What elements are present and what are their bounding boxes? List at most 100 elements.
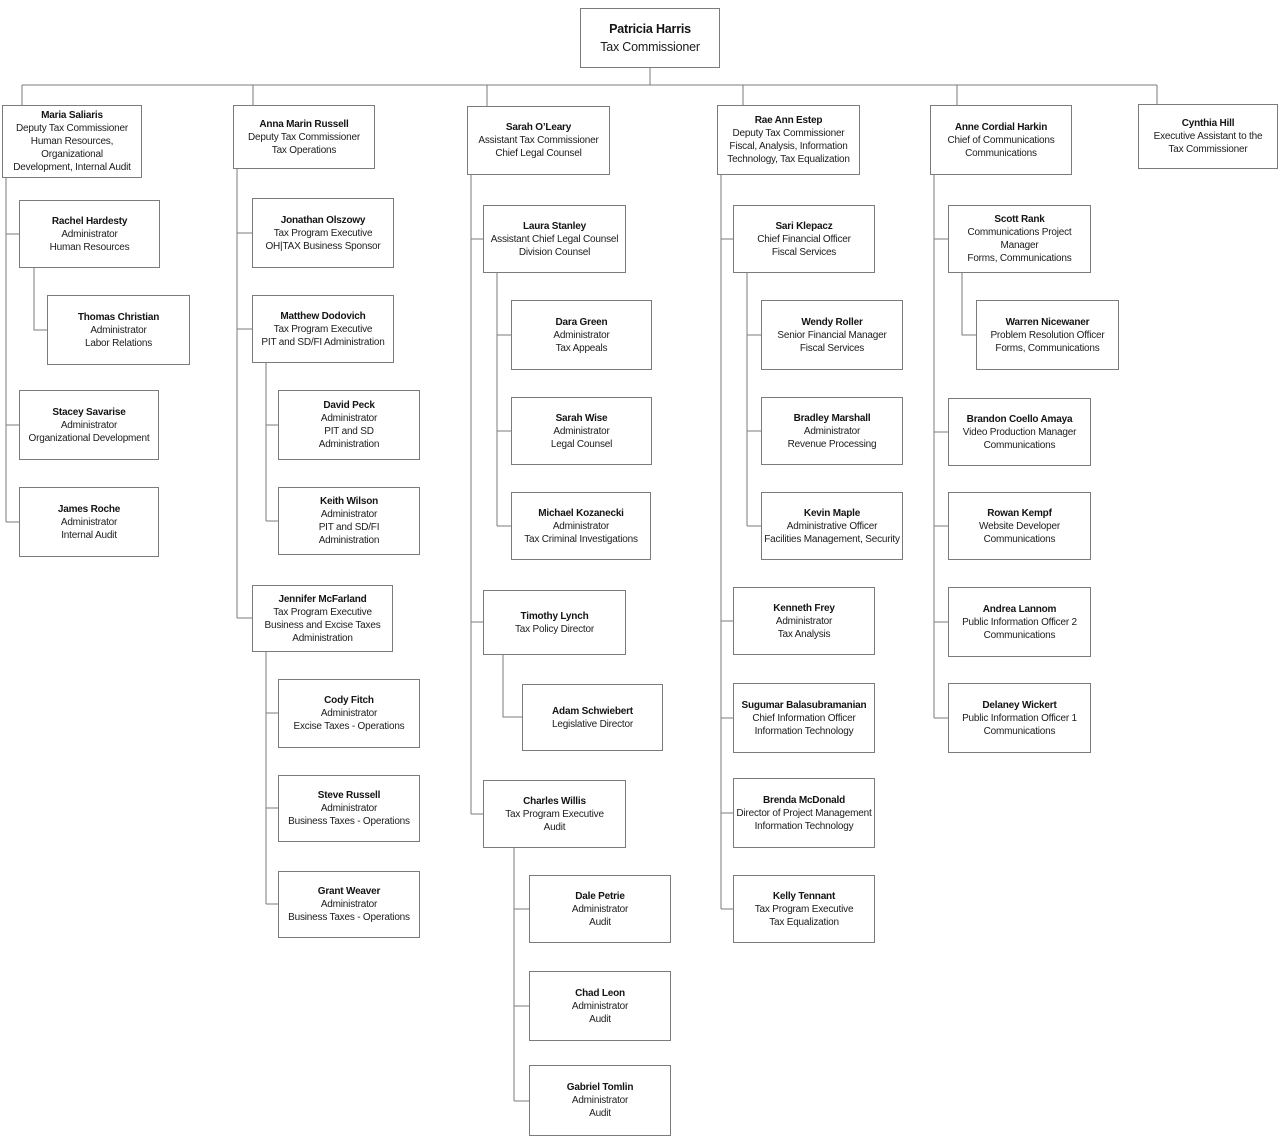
node-timothy-lynch: Timothy Lynch Tax Policy Director [483,590,626,655]
person-title: Deputy Tax Commissioner Tax Operations [248,131,360,156]
person-title: Administrator PIT and SD Administration [318,413,380,450]
person-title: Deputy Tax Commissioner Fiscal, Analysis… [727,128,850,165]
node-rachel-hardesty: Rachel Hardesty Administrator Human Reso… [19,200,160,268]
person-title: Tax Program Executive Tax Equalization [754,903,854,928]
person-title: Website Developer Communications [979,520,1060,545]
person-name: Bradley Marshall [793,412,871,424]
node-jennifer-mcfarland: Jennifer McFarland Tax Program Executive… [252,585,393,652]
node-cynthia-hill: Cynthia Hill Executive Assistant to the … [1138,104,1278,169]
person-title: Tax Program Executive OH|TAX Business Sp… [265,227,381,252]
person-name: Kevin Maple [803,507,861,519]
person-title: Administrator Legal Counsel [550,425,613,450]
person-name: Adam Schwiebert [552,705,633,717]
person-name: Thomas Christian [77,311,160,323]
person-name: Michael Kozanecki [538,507,624,519]
node-kelly-tennant: Kelly Tennant Tax Program Executive Tax … [733,875,875,943]
person-title: Administrator PIT and SD/FI Administrati… [318,509,380,546]
person-name: Brandon Coello Amaya [966,413,1073,425]
person-name: Anne Cordial Harkin [954,121,1048,133]
node-bradley-marshall: Bradley Marshall Administrator Revenue P… [761,397,903,465]
connector-sarah-subtree [470,175,529,1102]
person-name: Stacey Savarise [52,406,126,418]
node-sari-klepacz: Sari Klepacz Chief Financial Officer Fis… [733,205,875,273]
node-wendy-roller: Wendy Roller Senior Financial Manager Fi… [761,300,903,370]
person-title: Administrator Audit [571,903,629,928]
node-warren-nicewaner: Warren Nicewaner Problem Resolution Offi… [976,300,1119,370]
node-delaney-wickert: Delaney Wickert Public Information Offic… [948,683,1091,753]
person-name: Brenda McDonald [762,794,845,806]
connector-root [21,68,1158,106]
node-scott-rank: Scott Rank Communications Project Manage… [948,205,1091,273]
person-title: Administrator Audit [571,1000,629,1025]
node-steve-russell: Steve Russell Administrator Business Tax… [278,775,420,842]
person-title: Communications Project Manager Forms, Co… [967,227,1072,264]
person-name: Maria Saliaris [41,110,103,121]
node-laura-stanley: Laura Stanley Assistant Chief Legal Coun… [483,205,626,273]
person-title: Chief of Communications Communications [947,134,1055,159]
person-name: Jennifer McFarland [278,593,367,605]
connector-rae-subtree [720,175,761,910]
connector-anna-subtree [236,169,278,905]
node-adam-schwiebert: Adam Schwiebert Legislative Director [522,684,663,751]
node-anna-marin-russell: Anna Marin Russell Deputy Tax Commission… [233,105,375,169]
person-name: Kelly Tennant [772,890,836,902]
person-name: Cynthia Hill [1181,118,1235,129]
person-name: Laura Stanley [523,220,586,232]
person-title: Chief Financial Officer Fiscal Services [757,233,851,258]
node-michael-kozanecki: Michael Kozanecki Administrator Tax Crim… [511,492,651,560]
person-title: Administrator Business Taxes - Operation… [288,899,410,923]
person-title: Video Production Manager Communications [962,426,1077,451]
person-name: Steve Russell [317,790,381,801]
node-kevin-maple: Kevin Maple Administrative Officer Facil… [761,492,903,560]
person-title: Deputy Tax Commissioner Human Resources,… [13,123,131,173]
node-stacey-savarise: Stacey Savarise Administrator Organizati… [19,390,159,460]
person-title: Tax Policy Director [515,623,594,635]
node-andrea-lannom: Andrea Lannom Public Information Officer… [948,587,1091,657]
node-james-roche: James Roche Administrator Internal Audit [19,487,159,557]
person-title: Administrator Tax Criminal Investigation… [524,520,638,545]
node-maria-saliaris: Maria Saliaris Deputy Tax Commissioner H… [2,105,142,178]
person-name: Dale Petrie [575,890,625,902]
person-name: Sarah Wise [555,412,608,424]
node-charles-willis: Charles Willis Tax Program Executive Aud… [483,780,626,848]
node-matthew-dodovich: Matthew Dodovich Tax Program Executive P… [252,295,394,363]
person-title: Administrator Tax Analysis [775,615,833,640]
person-name: Kenneth Frey [773,602,835,614]
person-name: Jonathan Olszowy [280,214,366,226]
connector-maria-subtree [5,178,47,523]
person-title: Tax Program Executive Business and Excis… [264,606,381,644]
person-title: Assistant Tax Commissioner Chief Legal C… [478,135,599,159]
person-name: Sarah O’Leary [505,122,572,133]
person-title: Public Information Officer 1 Communicati… [962,712,1077,737]
node-jonathan-olszowy: Jonathan Olszowy Tax Program Executive O… [252,198,394,268]
node-brandon-coello-amaya: Brandon Coello Amaya Video Production Ma… [948,398,1091,466]
person-name: Sugumar Balasubramanian [741,699,867,711]
connector-anne-subtree [933,175,976,719]
node-brenda-mcdonald: Brenda McDonald Director of Project Mana… [733,778,875,848]
person-title: Administrator Business Taxes - Operation… [288,803,410,827]
node-dara-green: Dara Green Administrator Tax Appeals [511,300,652,370]
person-title: Problem Resolution Officer Forms, Commun… [990,329,1105,354]
person-name: Gabriel Tomlin [566,1082,634,1093]
person-name: Delaney Wickert [982,699,1057,711]
person-title: Administrator Internal Audit [60,516,118,541]
person-name: Sari Klepacz [775,220,833,232]
person-title: Administrator Tax Appeals [553,329,610,354]
person-title: Administrator Organizational Development [28,419,150,444]
node-rowan-kempf: Rowan Kempf Website Developer Communicat… [948,492,1091,560]
person-title: Administrative Officer Facilities Manage… [764,520,900,545]
person-name: David Peck [323,400,375,411]
node-david-peck: David Peck Administrator PIT and SD Admi… [278,390,420,460]
node-rae-ann-estep: Rae Ann Estep Deputy Tax Commissioner Fi… [717,105,860,175]
person-title: Tax Program Executive Audit [505,808,604,833]
person-name: Cody Fitch [324,695,374,706]
person-title: Public Information Officer 2 Communicati… [962,616,1077,641]
person-name: Keith Wilson [319,496,379,507]
person-title: Administrator Human Resources [49,228,130,253]
person-title: Chief Information Officer Information Te… [752,712,856,737]
person-name: Timothy Lynch [520,610,589,622]
node-thomas-christian: Thomas Christian Administrator Labor Rel… [47,295,190,365]
person-title: Administrator Audit [571,1095,629,1119]
